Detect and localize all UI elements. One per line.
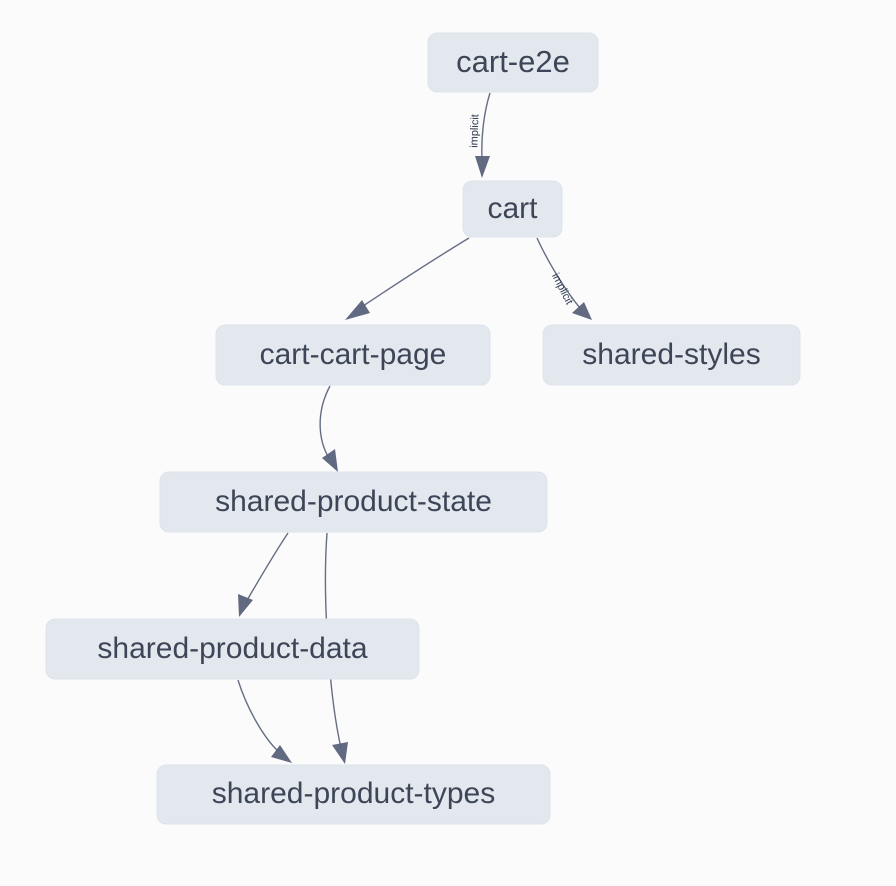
- node-shape: [215, 324, 491, 386]
- node-label: cart-cart-page: [260, 338, 447, 371]
- node-shared-styles[interactable]: shared-styles: [542, 324, 801, 386]
- node-label: cart: [487, 192, 538, 225]
- node-shape: [156, 764, 551, 825]
- node-shape: [427, 32, 599, 93]
- edge-label-implicit: implicit: [468, 114, 481, 148]
- edge-label-implicit: implicit: [549, 271, 575, 306]
- edge-path: [359, 237, 470, 309]
- node-shape: [462, 180, 563, 238]
- edge-path: [237, 679, 279, 752]
- node-shape: [45, 618, 420, 680]
- edge-arrowhead: [345, 300, 370, 320]
- edge-arrowhead: [332, 742, 348, 764]
- edge-cart-to-cart-cart-page[interactable]: [345, 237, 470, 320]
- node-label: shared-styles: [582, 338, 760, 371]
- edge-arrowhead: [475, 156, 490, 178]
- node-label: shared-product-state: [215, 485, 492, 518]
- edge-path: [536, 237, 581, 309]
- node-label: cart-e2e: [456, 44, 570, 79]
- node-label: shared-product-data: [97, 632, 367, 665]
- edge-layer: implicit implicit: [237, 92, 592, 764]
- node-layer: cart-e2e cart cart-cart-page shared-styl…: [45, 32, 801, 825]
- node-cart-e2e[interactable]: cart-e2e: [427, 32, 599, 93]
- node-label: shared-product-types: [212, 777, 495, 810]
- edge-path: [319, 385, 331, 459]
- node-shared-product-data[interactable]: shared-product-data: [45, 618, 420, 680]
- edge-path: [245, 532, 289, 603]
- edge-cart-cart-page-to-shared-product-state[interactable]: [319, 385, 338, 472]
- edge-shared-product-data-to-shared-product-types[interactable]: [237, 679, 292, 763]
- edge-arrowhead: [271, 745, 292, 763]
- node-cart-cart-page[interactable]: cart-cart-page: [215, 324, 491, 386]
- node-shape: [542, 324, 801, 386]
- node-cart[interactable]: cart: [462, 180, 563, 238]
- edge-cart-to-shared-styles[interactable]: implicit: [536, 237, 592, 320]
- edge-arrowhead: [322, 449, 338, 472]
- edge-path: [481, 92, 491, 159]
- edge-shared-product-state-to-shared-product-data[interactable]: [238, 532, 289, 617]
- node-shared-product-state[interactable]: shared-product-state: [159, 471, 548, 533]
- edge-arrowhead: [238, 594, 253, 617]
- node-shape: [159, 471, 548, 533]
- edge-arrowhead: [572, 302, 592, 320]
- edge-cart-e2e-to-cart[interactable]: implicit: [468, 92, 491, 178]
- node-shared-product-types[interactable]: shared-product-types: [156, 764, 551, 825]
